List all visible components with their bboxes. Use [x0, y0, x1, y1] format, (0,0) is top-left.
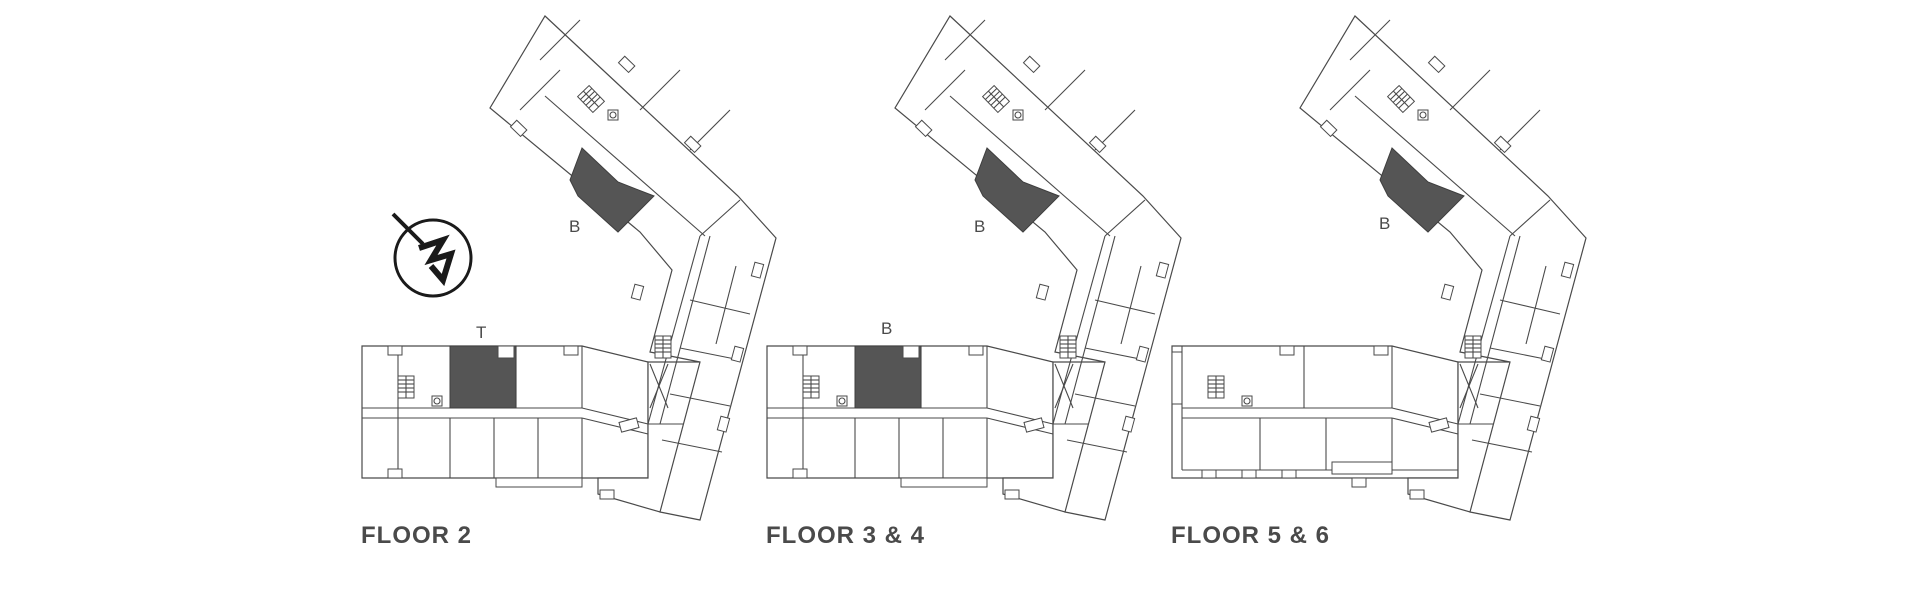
- unit-letter-b: B: [569, 217, 580, 236]
- wing-horizontal: [361, 345, 649, 488]
- wing-horizontal: [1171, 345, 1459, 488]
- north-arrow-icon: [391, 212, 473, 298]
- floor-plan-floor-3-4: B B FLOOR 3 & 4: [766, 15, 1182, 549]
- floor-label-floor-2: FLOOR 2: [361, 522, 472, 549]
- wing-diagonal: [894, 15, 1182, 521]
- unit-letter-b-lower: B: [881, 319, 892, 338]
- wing-horizontal: [766, 345, 1054, 488]
- unit-letter-t: T: [476, 323, 486, 342]
- floor-plan-floor-5-6: B FLOOR 5 & 6: [1171, 15, 1587, 549]
- wing-diagonal: [489, 15, 777, 521]
- unit-letter-b-upper: B: [974, 217, 985, 236]
- unit-b-floor-5-6: [1379, 147, 1465, 233]
- wing-diagonal: [1299, 15, 1587, 521]
- unit-letter-b: B: [1379, 214, 1390, 233]
- unit-t-floor-2: [449, 345, 517, 409]
- floor-plan-floor-2: B T FLOOR 2: [361, 15, 777, 549]
- floor-label-floor-5-6: FLOOR 5 & 6: [1171, 522, 1330, 549]
- floor-label-floor-3-4: FLOOR 3 & 4: [766, 522, 925, 549]
- unit-b-upper-floor-3-4: [974, 147, 1060, 233]
- unit-b-floor-2: [569, 147, 655, 233]
